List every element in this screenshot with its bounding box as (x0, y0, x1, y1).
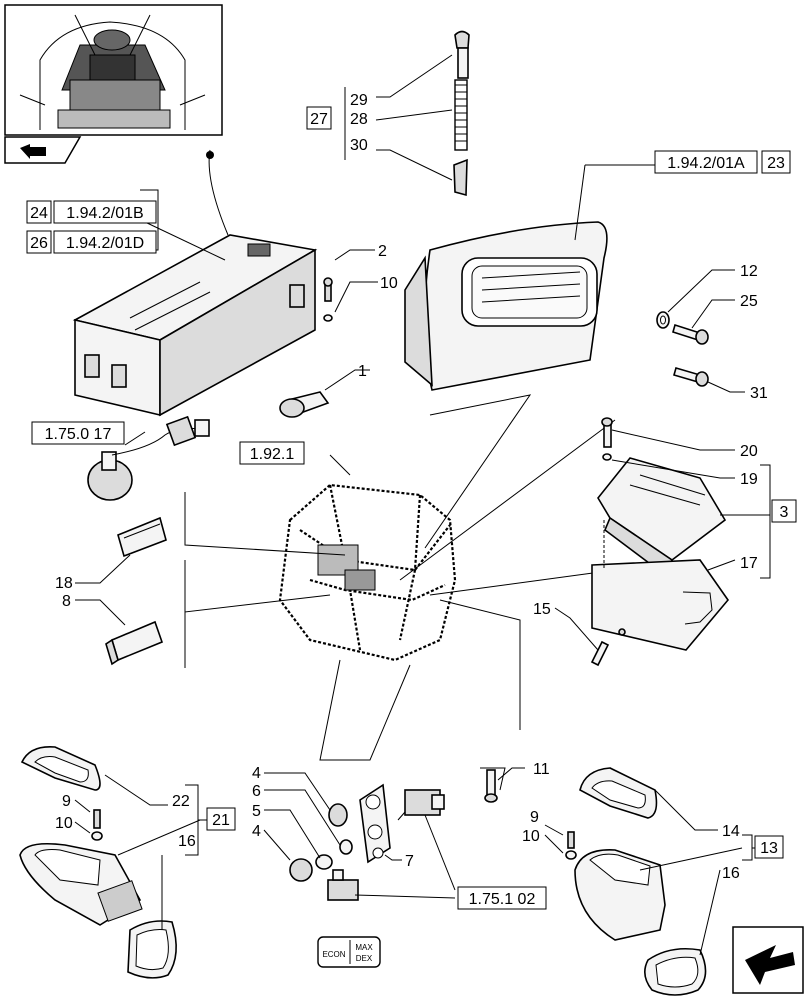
callout-13-label: 13 (760, 840, 778, 857)
callout-11-label: 11 (533, 761, 550, 778)
ref-1-94-2-01D[interactable]: 1.94.2/01D (53, 230, 157, 254)
heater-unit (72, 149, 318, 417)
bolt-11 (484, 769, 498, 803)
callout-24-label: 24 (30, 205, 48, 222)
callout-26-label: 26 (30, 235, 48, 252)
control-module (597, 417, 727, 577)
filter-rod (453, 30, 470, 197)
callout-10-left-label: 10 (55, 815, 73, 832)
cab-frame (278, 483, 457, 662)
ref-1-75-1-02-label: 1.75.1 02 (469, 891, 536, 908)
next-page-arrow-icon[interactable] (732, 926, 804, 994)
ref-1-94-2-01D-label: 1.94.2/01D (66, 235, 144, 252)
temperature-sensor (87, 415, 210, 501)
callout-13[interactable]: 13 (754, 835, 784, 859)
bolt-1 (279, 391, 330, 418)
screw-15 (590, 640, 610, 667)
ref-1-92-1[interactable]: 1.92.1 (239, 441, 305, 465)
arrow-icon[interactable] (4, 136, 82, 164)
vent-grille-18 (117, 516, 167, 558)
callout-25-label: 25 (740, 293, 758, 310)
callout-30-label: 30 (350, 137, 368, 154)
callout-9-left-label: 9 (62, 793, 71, 810)
ref-1-75-0-17-label: 1.75.0 17 (45, 426, 112, 443)
callout-27-label: 27 (310, 111, 328, 128)
callout-7-label: 7 (405, 853, 414, 870)
callout-8-label: 8 (62, 593, 71, 610)
screw-9-right (565, 831, 577, 860)
ref-1-94-2-01B-label: 1.94.2/01B (66, 205, 143, 222)
air-duct-left (19, 745, 177, 979)
callout-22-label: 22 (172, 793, 190, 810)
callout-17-label: 17 (740, 555, 758, 572)
air-duct-right (574, 767, 707, 996)
econ-text: ECON (322, 950, 345, 959)
callout-21[interactable]: 21 (206, 807, 236, 831)
callout-9-right-label: 9 (530, 809, 539, 826)
ref-1-94-2-01A[interactable]: 1.94.2/01A (654, 150, 758, 174)
callout-18-label: 18 (55, 575, 73, 592)
callout-16-right-label: 16 (722, 865, 740, 882)
callout-29-label: 29 (350, 92, 368, 109)
callout-19-label: 19 (740, 471, 758, 488)
callout-2-label: 2 (378, 243, 387, 260)
screw-9-left (91, 809, 103, 841)
econ-switch-label: ECON MAX DEX (317, 936, 381, 968)
screw-25 (672, 323, 709, 345)
callout-23-label: 23 (767, 155, 785, 172)
callout-31-label: 31 (750, 385, 768, 402)
roof-panel (404, 221, 608, 391)
ref-1-92-1-label: 1.92.1 (250, 446, 295, 463)
ref-1-94-2-01A-label: 1.94.2/01A (667, 155, 745, 172)
callout-16-left-label: 16 (178, 833, 196, 850)
ref-1-75-1-02[interactable]: 1.75.1 02 (457, 886, 547, 910)
callout-20-label: 20 (740, 443, 758, 460)
callout-10-right-label: 10 (522, 828, 540, 845)
screw-31 (673, 367, 709, 387)
callout-10-label: 10 (380, 275, 398, 292)
callout-3-label: 3 (780, 504, 789, 521)
callout-6-label: 6 (252, 783, 261, 800)
callout-26[interactable]: 26 (26, 230, 52, 254)
callout-14-label: 14 (722, 823, 740, 840)
callout-23[interactable]: 23 (761, 150, 791, 174)
tractor-cab-thumbnail (4, 4, 223, 136)
callout-1-label: 1 (358, 363, 367, 380)
ref-1-94-2-01B[interactable]: 1.94.2/01B (53, 200, 157, 224)
washer-12 (656, 311, 670, 329)
screw-2 (323, 277, 333, 322)
callout-24[interactable]: 24 (26, 200, 52, 224)
control-knob-panel (289, 783, 391, 882)
callout-4b-label: 4 (252, 823, 261, 840)
dex-text: DEX (356, 954, 373, 963)
callout-12-label: 12 (740, 263, 758, 280)
callout-28-label: 28 (350, 111, 368, 128)
callout-15-label: 15 (533, 601, 551, 618)
switch-assembly (327, 789, 445, 901)
callout-5-label: 5 (252, 803, 261, 820)
ref-1-75-0-17[interactable]: 1.75.0 17 (31, 421, 125, 445)
callout-3[interactable]: 3 (771, 499, 797, 523)
callout-27[interactable]: 27 (306, 106, 332, 130)
vent-grille-8 (105, 620, 164, 666)
max-text: MAX (355, 943, 373, 952)
callout-21-label: 21 (212, 812, 230, 829)
mounting-bracket (591, 520, 730, 651)
callout-4a-label: 4 (252, 765, 261, 782)
